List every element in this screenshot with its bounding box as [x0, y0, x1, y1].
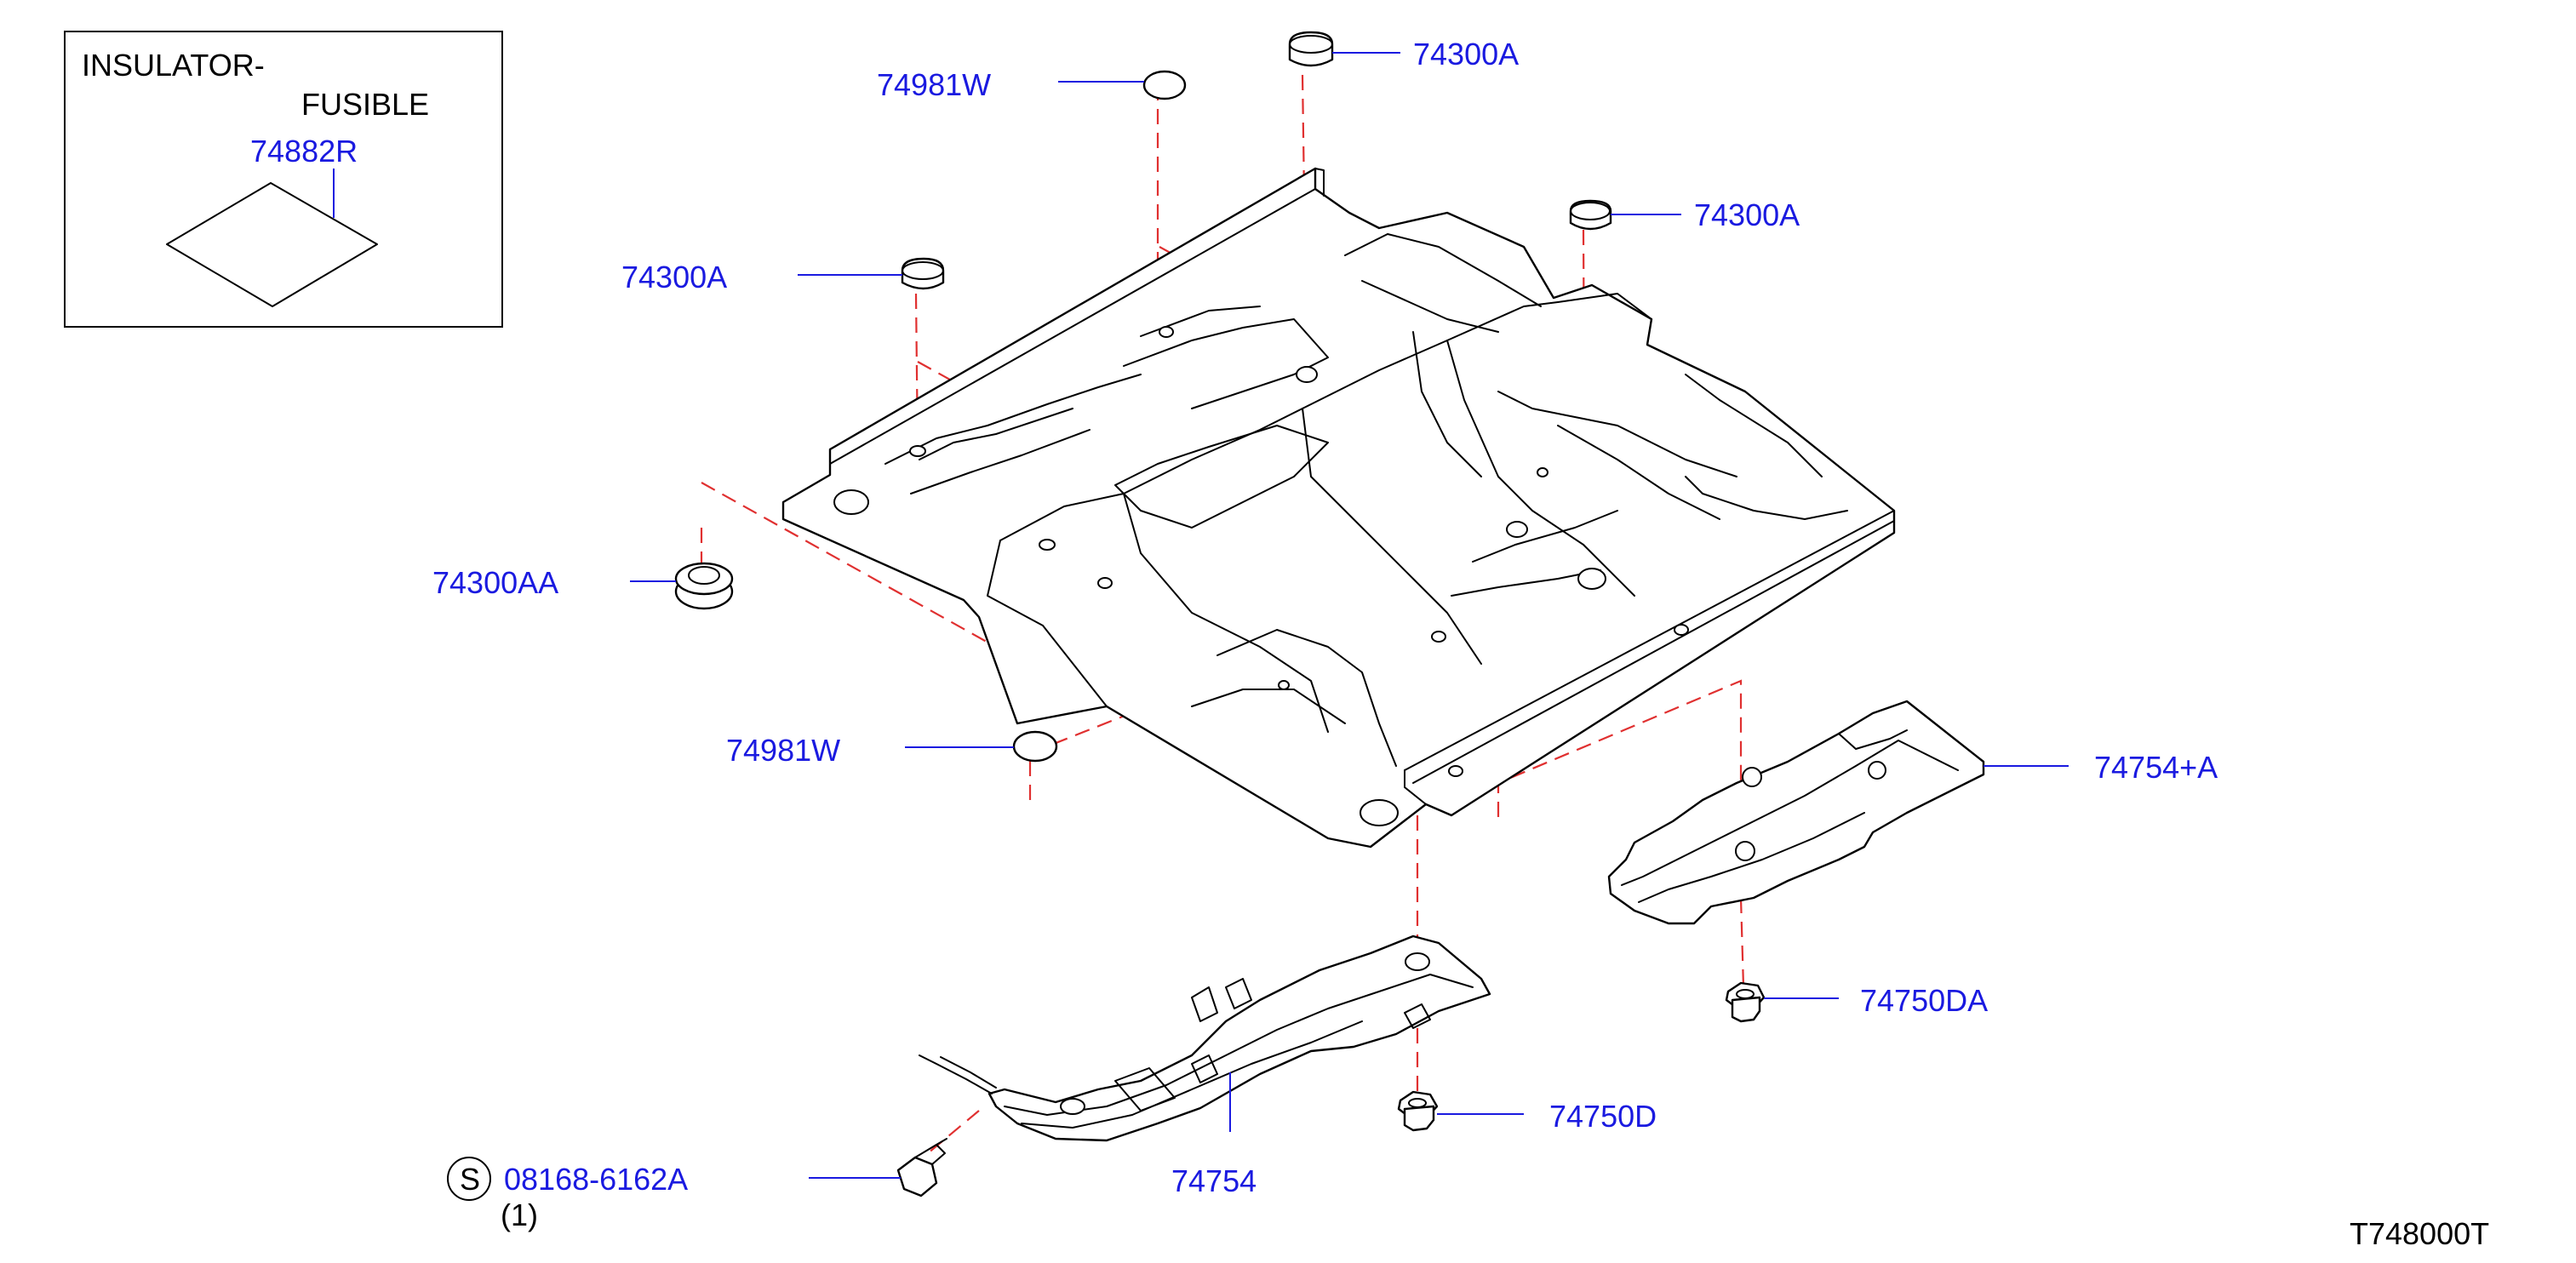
standard-part-marker — [447, 1157, 491, 1201]
bolt-08168-6162a[interactable] — [896, 1138, 947, 1197]
part-label-74750d[interactable]: 74750D — [1549, 1099, 1657, 1134]
plug-74300a-top[interactable] — [1288, 31, 1334, 67]
cover-74754-a[interactable] — [1607, 700, 1985, 925]
nut-74750da[interactable] — [1725, 981, 1766, 1023]
floor-panel — [781, 167, 1896, 849]
part-label-74300a-top[interactable]: 74300A — [1413, 37, 1519, 71]
part-label-74981w-lower[interactable]: 74981W — [726, 733, 840, 768]
plug-74981w-top[interactable] — [1142, 70, 1187, 100]
part-label-74300a-left[interactable]: 74300A — [621, 260, 727, 294]
part-label-74754[interactable]: 74754 — [1171, 1163, 1257, 1198]
part-label-74750da[interactable]: 74750DA — [1860, 983, 1988, 1018]
grommet-74300aa[interactable] — [674, 562, 734, 610]
inset-title-line1: INSULATOR- — [82, 48, 265, 83]
part-label-74882r[interactable]: 74882R — [250, 134, 358, 169]
plug-74981w-lower[interactable] — [1012, 730, 1058, 763]
inset-frame — [64, 31, 503, 328]
plug-74300a-left[interactable] — [901, 257, 945, 290]
standard-part-marker-letter: S — [460, 1162, 480, 1197]
bolt-callout[interactable]: S 08168-6162A (1) — [447, 1157, 688, 1232]
nut-74750d[interactable] — [1397, 1090, 1439, 1132]
inset-title-line2: FUSIBLE — [301, 87, 429, 122]
insulator-pad-shape — [166, 182, 378, 307]
callout-leaders — [630, 52, 2069, 1179]
cover-74754[interactable] — [919, 934, 1491, 1142]
part-label-74300aa[interactable]: 74300AA — [432, 565, 558, 600]
part-label-74754-a[interactable]: 74754+A — [2094, 750, 2218, 785]
insulator-fusible-inset: INSULATOR- FUSIBLE 74882R — [64, 31, 503, 328]
part-label-74300a-right[interactable]: 74300A — [1694, 197, 1800, 232]
part-label-08168-6162a[interactable]: 08168-6162A — [504, 1162, 688, 1197]
plug-74300a-right[interactable] — [1569, 199, 1612, 231]
part-label-74981w-top[interactable]: 74981W — [877, 67, 991, 102]
diagram-code: T748000T — [2350, 1216, 2489, 1251]
bolt-quantity: (1) — [501, 1197, 538, 1232]
